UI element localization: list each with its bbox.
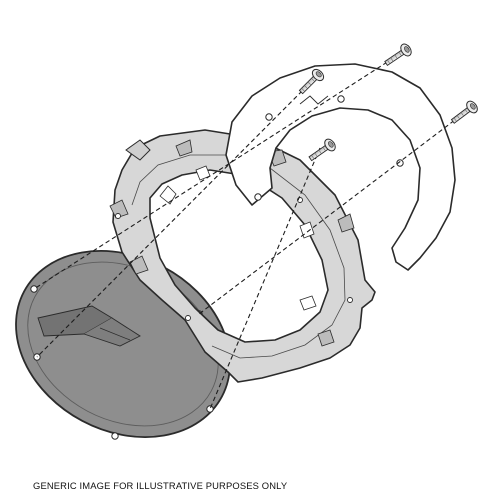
base-plate-hole	[206, 405, 214, 413]
mounting-screw	[384, 43, 412, 66]
base-plate-hole	[30, 285, 38, 293]
mounting-screw	[298, 68, 325, 95]
mounting-screw	[308, 138, 336, 162]
mounting-screw	[450, 100, 478, 124]
disclaimer-caption: GENERIC IMAGE FOR ILLUSTRATIVE PURPOSES …	[33, 480, 288, 491]
base-plate-hole	[111, 432, 119, 440]
alignment-lines	[33, 49, 473, 410]
flange-plate	[225, 63, 456, 271]
